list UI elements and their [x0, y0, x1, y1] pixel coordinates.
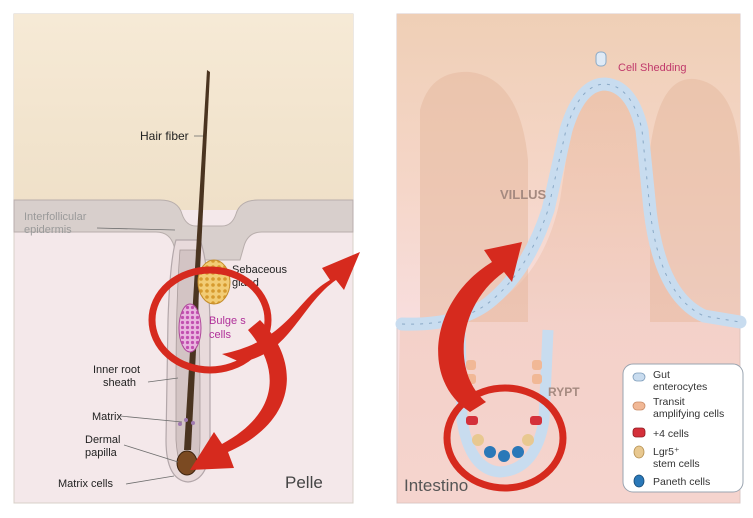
crypt-label: RYPT — [548, 385, 580, 399]
villus-label: VILLUS — [500, 187, 547, 202]
cell-legend: Gut enterocytes Transit amplifying cells… — [623, 364, 743, 492]
dermal-papilla-shape — [177, 451, 197, 475]
intestine-panel-label: Intestino — [404, 476, 468, 495]
hair-fiber-label: Hair fiber — [140, 129, 189, 143]
matrix-label: Matrix — [92, 411, 122, 423]
lgr5-stem-cell — [472, 434, 484, 446]
gut-enterocytes-swatch — [633, 373, 645, 381]
matrix-dot — [184, 418, 188, 422]
paneth-cell — [484, 446, 496, 458]
plus4-cell — [530, 416, 542, 425]
intestine-panel: Cell Shedding VILLUS RYPT Intestino Gut … — [397, 14, 743, 503]
cell-shedding-label: Cell Shedding — [618, 62, 687, 74]
plus4-cells-label: +4 cells — [653, 428, 689, 440]
bulge-stem-cells-shape — [179, 304, 201, 352]
skin-panel-label: Pelle — [285, 473, 323, 492]
paneth-cell — [498, 450, 510, 462]
matrix-dot — [191, 421, 195, 425]
plus4-cells-swatch — [633, 428, 645, 437]
lgr5-stem-cell — [522, 434, 534, 446]
paneth-cells-label: Paneth cells — [653, 476, 710, 488]
plus4-cell — [466, 416, 478, 425]
matrix-dot — [178, 422, 182, 426]
lgr5-stem-cells-swatch — [634, 446, 644, 458]
transit-amplifying-swatch — [633, 402, 645, 410]
transit-amplifying-cell — [532, 374, 542, 384]
skin-air-region — [14, 14, 353, 210]
paneth-cells-swatch — [634, 475, 644, 487]
matrix-cells-label: Matrix cells — [58, 478, 114, 490]
shedding-cell-icon — [596, 52, 606, 66]
skin-panel: Hair fiber Interfollicular epidermis Seb… — [14, 14, 360, 503]
transit-amplifying-cell — [532, 360, 542, 370]
transit-amplifying-cell — [466, 360, 476, 370]
paneth-cell — [512, 446, 524, 458]
